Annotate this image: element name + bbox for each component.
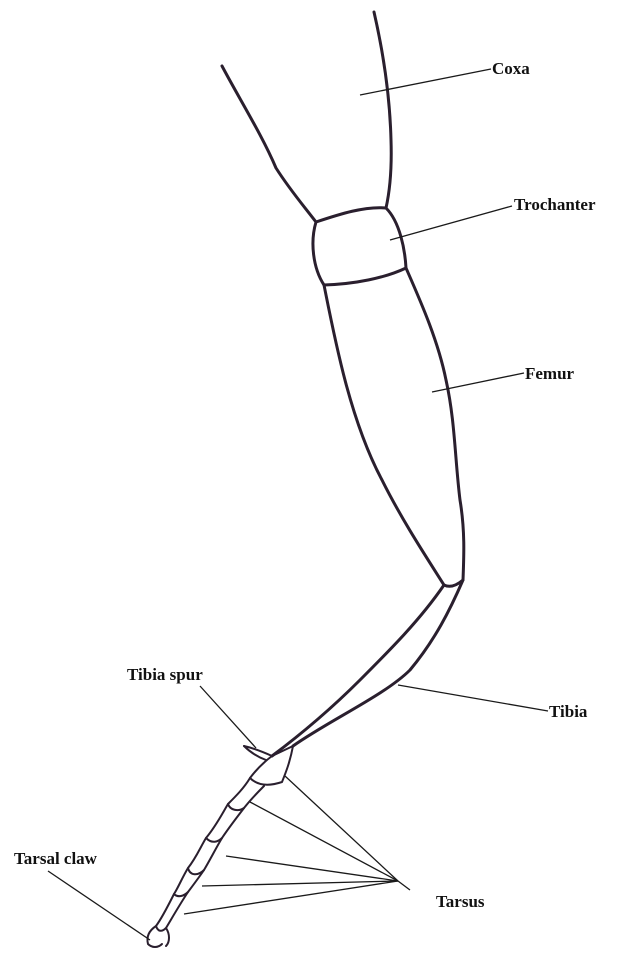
tibia-spur (244, 746, 272, 760)
tibia-spur-label: Tibia spur (127, 665, 203, 684)
coxa-label: Coxa (492, 59, 530, 78)
tarsal-claw-label: Tarsal claw (14, 849, 98, 868)
tarsus-segments (156, 746, 293, 931)
femur-label: Femur (525, 364, 575, 383)
tibia-spur-leader (200, 686, 256, 748)
trochanter-leader (390, 206, 512, 240)
tibia-leader (398, 685, 548, 711)
tarsus-label: Tarsus (436, 892, 485, 911)
labels: Coxa Trochanter Femur Tibia Tibia spur T… (14, 59, 596, 911)
coxa-leader (360, 69, 491, 95)
tarsal-claw-leader (48, 871, 150, 940)
trochanter-segment (313, 208, 406, 285)
tibia-label: Tibia (549, 702, 588, 721)
femur-segment (324, 268, 464, 586)
trochanter-label: Trochanter (514, 195, 596, 214)
coxa-segment (222, 12, 391, 222)
tibia-segment (272, 580, 463, 756)
